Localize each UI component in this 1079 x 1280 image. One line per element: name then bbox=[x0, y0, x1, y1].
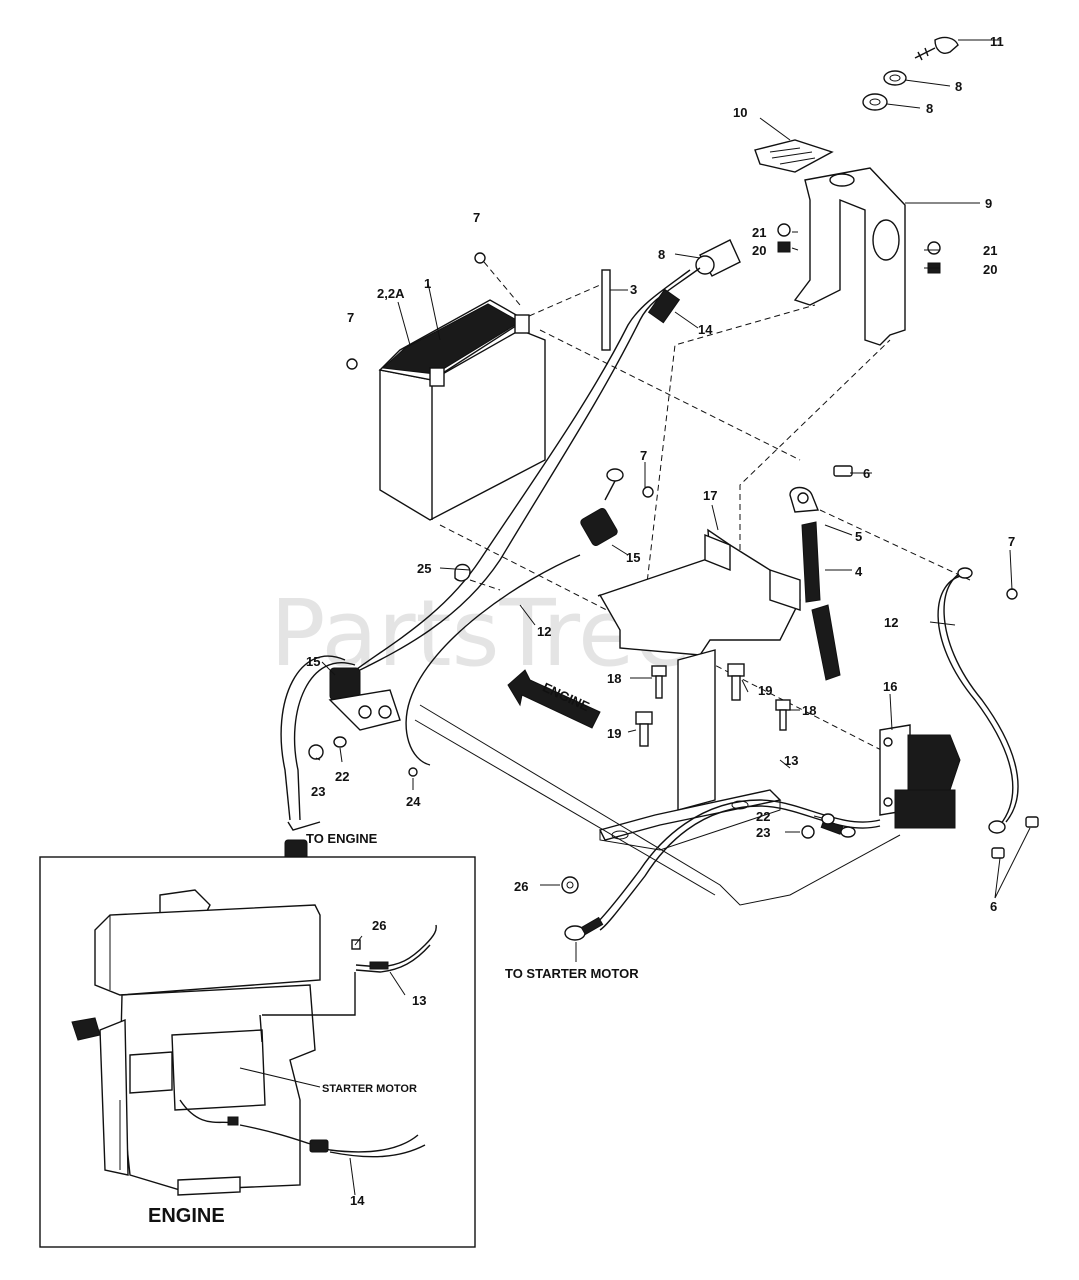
nut-7-right[interactable] bbox=[1006, 588, 1018, 600]
callout-21-left: 21 bbox=[752, 225, 766, 240]
callout-18-left: 18 bbox=[607, 671, 621, 686]
callout-19-left: 19 bbox=[607, 726, 621, 741]
solenoid[interactable] bbox=[879, 724, 961, 829]
nut-23-left[interactable] bbox=[308, 744, 324, 760]
washer-22-right[interactable] bbox=[821, 813, 835, 825]
ignition-switch[interactable] bbox=[695, 239, 741, 277]
inset-callout-26: 26 bbox=[372, 918, 386, 933]
inset-callout-14: 14 bbox=[350, 1193, 365, 1208]
callout-25: 25 bbox=[417, 561, 431, 576]
inset-title: ENGINE bbox=[148, 1205, 225, 1227]
dash-bracket[interactable] bbox=[793, 167, 906, 346]
battery-cable-right[interactable] bbox=[937, 567, 1019, 834]
callout-15-lower: 15 bbox=[306, 654, 320, 669]
callout-23-right: 23 bbox=[756, 825, 770, 840]
screw-24[interactable] bbox=[408, 767, 418, 777]
to-engine-mark bbox=[287, 821, 321, 831]
nut-7-left[interactable] bbox=[346, 358, 358, 370]
screw-6-top[interactable] bbox=[833, 465, 853, 477]
nut-23-right[interactable] bbox=[801, 825, 815, 839]
ignition-key[interactable] bbox=[914, 36, 959, 61]
engine-arrow bbox=[507, 669, 601, 729]
callout-7-top: 7 bbox=[473, 210, 480, 225]
clip-25[interactable] bbox=[454, 563, 471, 582]
ring-terminal bbox=[604, 468, 624, 501]
screw-6-bottom-right[interactable] bbox=[1025, 816, 1039, 828]
lower-lead bbox=[405, 554, 581, 766]
hold-down-rod[interactable] bbox=[601, 269, 611, 351]
callout-13: 13 bbox=[784, 753, 798, 768]
callout-24: 24 bbox=[406, 794, 421, 809]
callout-22-left: 22 bbox=[335, 769, 349, 784]
callout-4: 4 bbox=[855, 564, 863, 579]
switch-harness bbox=[280, 267, 701, 821]
callout-12-right: 12 bbox=[884, 615, 898, 630]
inset-callout-13: 13 bbox=[412, 993, 426, 1008]
callout-10: 10 bbox=[733, 105, 747, 120]
inset-cable-14 bbox=[239, 1124, 426, 1158]
callout-20-right: 20 bbox=[983, 262, 997, 277]
callout-22-right: 22 bbox=[756, 809, 770, 824]
bolt-19-right[interactable] bbox=[727, 663, 745, 701]
washer-inner[interactable] bbox=[862, 93, 888, 111]
washer-22-left[interactable] bbox=[333, 736, 347, 748]
starter-motor-label: STARTER MOTOR bbox=[322, 1083, 417, 1095]
screw-6-bottom-left[interactable] bbox=[991, 847, 1005, 859]
callout-18-right: 18 bbox=[802, 703, 816, 718]
callout-6-bottom: 6 bbox=[990, 899, 997, 914]
inset-cable-13 bbox=[351, 924, 437, 973]
callout-21-right: 21 bbox=[983, 243, 997, 258]
bolt-18-right[interactable] bbox=[775, 699, 791, 731]
grommet-tube[interactable] bbox=[801, 521, 841, 681]
connector-lower[interactable] bbox=[328, 667, 401, 731]
engine-inset bbox=[39, 856, 476, 1248]
decal bbox=[754, 139, 834, 173]
callout-23-left: 23 bbox=[311, 784, 325, 799]
mounting-plate[interactable] bbox=[597, 528, 801, 656]
nut-7-top[interactable] bbox=[474, 252, 486, 264]
callout-8-inner-washer: 8 bbox=[926, 101, 933, 116]
to-engine-label: TO ENGINE bbox=[306, 831, 378, 846]
connector-upper[interactable] bbox=[579, 507, 618, 547]
callout-16: 16 bbox=[883, 679, 897, 694]
callout-17: 17 bbox=[703, 488, 717, 503]
callout-2-2a: 2,2A bbox=[377, 286, 405, 301]
callout-7-right: 7 bbox=[1008, 534, 1015, 549]
callout-7-left: 7 bbox=[347, 310, 354, 325]
callout-19-right: 19 bbox=[758, 683, 772, 698]
nut-7-mid[interactable] bbox=[642, 486, 654, 498]
callout-12-left: 12 bbox=[537, 624, 551, 639]
callout-5: 5 bbox=[855, 529, 862, 544]
callout-11: 11 bbox=[990, 34, 1004, 49]
to-starter-motor-label: TO STARTER MOTOR bbox=[505, 966, 639, 981]
battery[interactable] bbox=[378, 299, 546, 521]
callout-6-top: 6 bbox=[863, 466, 870, 481]
washer-outer[interactable] bbox=[883, 70, 907, 86]
callout-7-mid: 7 bbox=[640, 448, 647, 463]
callout-labels: 11 8 8 10 9 21 20 21 20 8 7 3 14 1 2,2A … bbox=[306, 34, 1015, 914]
engine-illustration bbox=[71, 889, 356, 1196]
nut-21-left[interactable] bbox=[777, 223, 791, 237]
frame-outline bbox=[414, 704, 901, 906]
callout-26: 26 bbox=[514, 879, 528, 894]
callout-8-switch: 8 bbox=[658, 247, 665, 262]
leader-lines bbox=[315, 39, 1031, 962]
callout-3: 3 bbox=[630, 282, 637, 297]
nut-26[interactable] bbox=[561, 876, 579, 894]
nut-21-right[interactable] bbox=[927, 241, 941, 255]
callout-20-left: 20 bbox=[752, 243, 766, 258]
callout-14: 14 bbox=[698, 322, 713, 337]
bolt-18-left[interactable] bbox=[651, 665, 667, 699]
washer-20-left[interactable] bbox=[777, 241, 791, 253]
callout-9: 9 bbox=[985, 196, 992, 211]
clamp[interactable] bbox=[789, 486, 820, 513]
callout-1: 1 bbox=[424, 276, 431, 291]
bolt-19-left[interactable] bbox=[635, 711, 653, 747]
callout-15-upper: 15 bbox=[626, 550, 640, 565]
callout-8-outer-washer: 8 bbox=[955, 79, 962, 94]
